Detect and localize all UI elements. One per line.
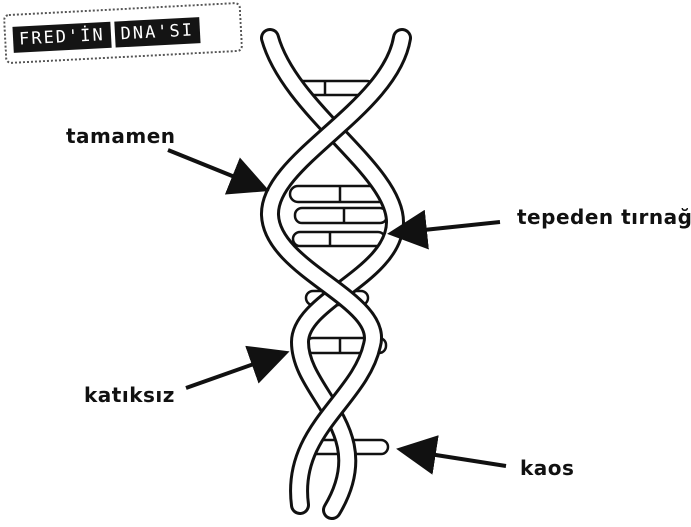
arrow-kaos	[404, 450, 506, 466]
base-pair-3	[295, 208, 387, 223]
label-tamamen: tamamen	[66, 124, 176, 148]
label-katiksiz: katıksız	[84, 383, 175, 407]
base-pair-4	[293, 232, 385, 246]
label-tepeden-tirnaga: tepeden tırnağa	[517, 205, 691, 229]
arrow-tamamen	[168, 150, 262, 188]
arrow-katiksiz	[186, 354, 282, 388]
label-kaos: kaos	[520, 456, 574, 480]
arrow-tepeden-tirnaga	[395, 222, 500, 233]
